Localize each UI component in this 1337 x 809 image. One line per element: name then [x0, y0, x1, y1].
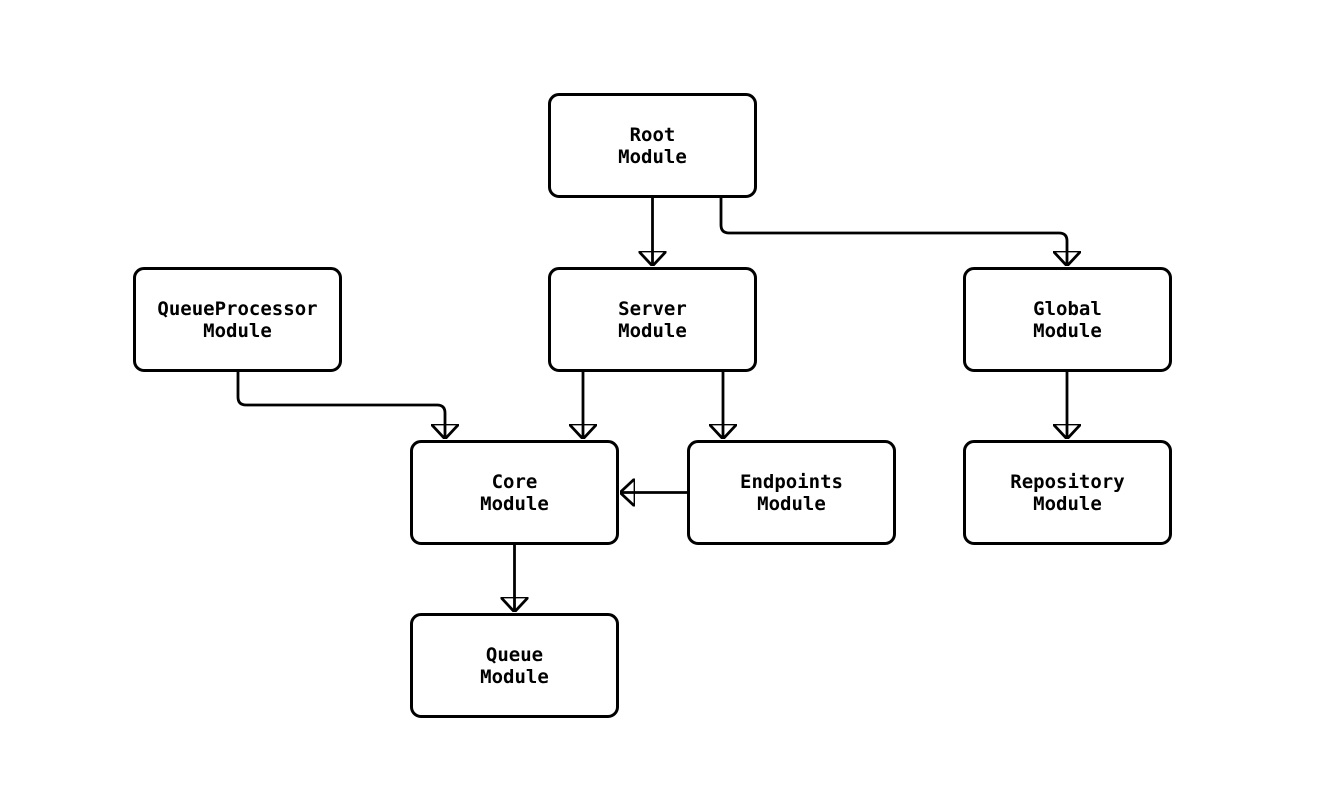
node-global-module: Global Module	[963, 267, 1172, 372]
node-repository-module-label: Repository Module	[1010, 470, 1125, 515]
node-global-module-label: Global Module	[1033, 297, 1102, 342]
node-core-module: Core Module	[410, 440, 619, 545]
node-root-module-label: Root Module	[618, 123, 687, 168]
node-endpoints-module: Endpoints Module	[687, 440, 896, 545]
edge-queueprocessor-to-core	[236, 372, 445, 438]
node-server-module: Server Module	[548, 267, 757, 372]
node-queueprocessor-module-label: QueueProcessor Module	[157, 297, 318, 342]
node-queue-module-label: Queue Module	[480, 643, 549, 688]
edge-root-to-global	[719, 198, 1067, 265]
node-server-module-label: Server Module	[618, 297, 687, 342]
node-queue-module: Queue Module	[410, 613, 619, 718]
node-root-module: Root Module	[548, 93, 757, 198]
node-queueprocessor-module: QueueProcessor Module	[133, 267, 342, 372]
node-repository-module: Repository Module	[963, 440, 1172, 545]
node-core-module-label: Core Module	[480, 470, 549, 515]
node-endpoints-module-label: Endpoints Module	[740, 470, 843, 515]
